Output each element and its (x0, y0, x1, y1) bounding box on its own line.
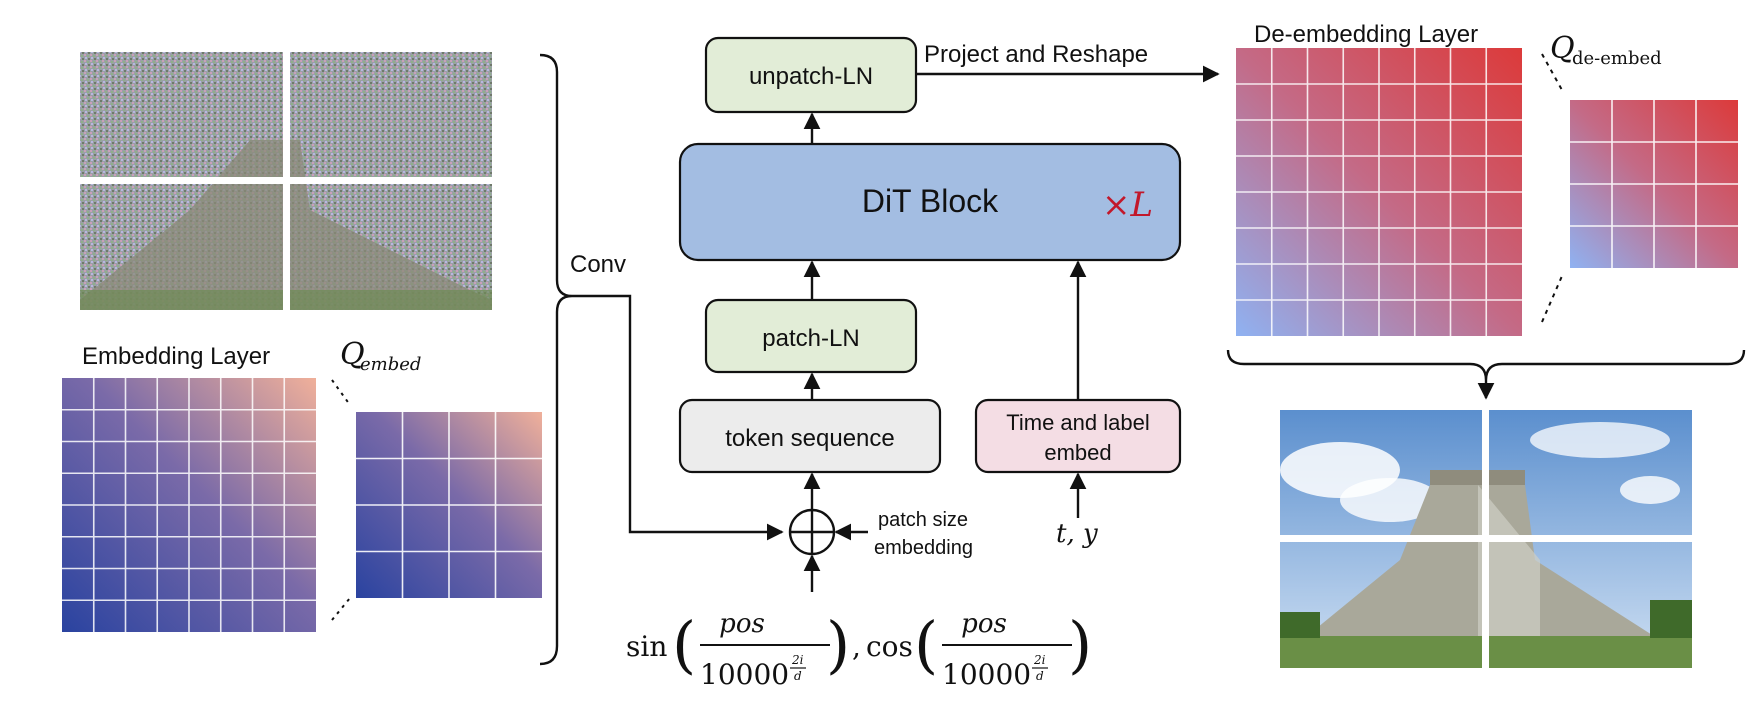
deembed-zoom-connector-top (1541, 53, 1563, 91)
formula-paren-open-2: ( (914, 608, 938, 681)
formula-exp-num-2: 2i (1033, 653, 1046, 667)
formula-paren-close-1: ) (826, 608, 850, 681)
formula-exp-den-1: d (794, 669, 802, 683)
output-brace (1226, 349, 1746, 381)
input-bracket (539, 53, 573, 666)
conv-label: Conv (570, 251, 626, 278)
formula-pos-2: pos (961, 609, 1007, 639)
t-y-label: t, y (1056, 519, 1098, 549)
formula-base-1: 10000 (700, 658, 789, 691)
formula-pos-1: pos (719, 609, 765, 639)
formula-cos: cos (866, 630, 913, 663)
embedding-matrix (62, 378, 316, 632)
embedding-grid (62, 378, 316, 632)
time-label-line2: embed (1044, 440, 1111, 465)
q-deembed-sub: de-embed (1572, 48, 1662, 69)
formula-paren-close-2: ) (1068, 608, 1092, 681)
deembedding-matrix (1236, 48, 1522, 336)
dit-block-label: DiT Block (862, 183, 999, 219)
q-embed-matrix (356, 412, 542, 598)
add-operator-icon (788, 508, 836, 556)
clean-output-image (1280, 410, 1692, 668)
unpatch-ln-label: unpatch-LN (749, 63, 873, 90)
deembedding-layer-label: De-embedding Layer (1254, 21, 1478, 48)
formula-sin: sin (626, 630, 667, 663)
formula-paren-open-1: ( (672, 608, 696, 681)
conv-arrow (572, 294, 784, 541)
q-deembed-main: Q (1550, 31, 1575, 66)
q-embed-sub: embed (360, 354, 421, 375)
patch-size-label-line2: embedding (874, 537, 973, 559)
token-sequence-block: token sequence (678, 398, 942, 474)
patch-ln-label: patch-LN (762, 325, 859, 352)
q-embed-main: Q (340, 337, 365, 372)
embed-zoom-connector-bottom (331, 597, 351, 621)
patch-ln-block: patch-LN (704, 298, 918, 374)
token-sequence-label: token sequence (725, 425, 894, 452)
deembed-zoom-connector-bottom (1541, 275, 1563, 323)
q-deembed-matrix (1570, 100, 1738, 268)
q-deembed-label: Q de-embed (1550, 31, 1662, 69)
unpatch-ln-block: unpatch-LN (704, 36, 918, 114)
formula-comma: , (852, 630, 861, 663)
formula-exp-den-2: d (1036, 669, 1044, 683)
patch-size-label-line1: patch size (878, 509, 968, 531)
time-label-embed-block: Time and label embed (974, 398, 1182, 474)
positional-encoding-formula: sin ( pos 10000 2i d ) , cos ( pos 10000… (626, 608, 1092, 691)
time-label-line1: Time and label (1006, 410, 1149, 435)
formula-base-2: 10000 (942, 658, 1031, 691)
formula-exp-num-1: 2i (791, 653, 804, 667)
embed-zoom-connector-top (331, 379, 351, 406)
q-embed-label: Q embed (340, 337, 421, 375)
project-reshape-label: Project and Reshape (924, 41, 1148, 68)
noisy-input-image (80, 52, 492, 310)
dit-block: DiT Block ×L (678, 142, 1182, 262)
embedding-layer-label: Embedding Layer (82, 343, 270, 370)
repeat-L-label: ×L (1102, 185, 1153, 225)
